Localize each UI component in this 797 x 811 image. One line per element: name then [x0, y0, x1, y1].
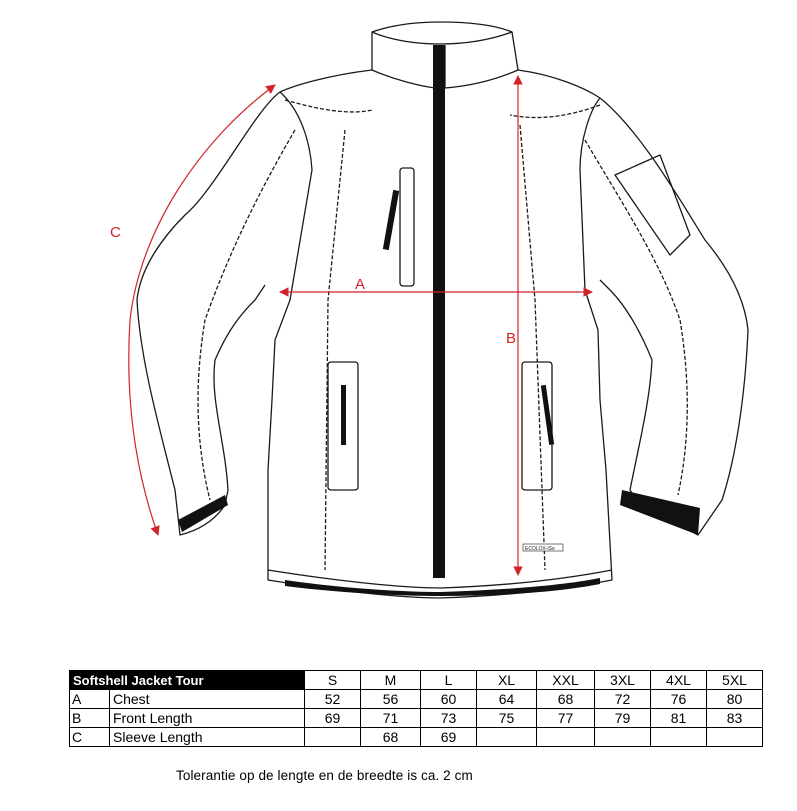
sleeve-length-dimension-arrow: [128, 84, 276, 536]
svg-text:ECOLOX-iSe: ECOLOX-iSe: [525, 546, 555, 552]
size-chart-table: Softshell Jacket Tour S M L XL XXL 3XL 4…: [69, 670, 763, 747]
brand-tag: ECOLOX-iSe: [522, 543, 564, 552]
table-cell: 69: [420, 727, 477, 747]
row-label: Front Length: [109, 708, 305, 728]
table-cell: [536, 727, 595, 747]
size-header-4xl: 4XL: [650, 670, 707, 690]
row-letter: A: [69, 689, 110, 709]
jacket-dark-details: [178, 45, 700, 596]
table-cell: [650, 727, 707, 747]
table-cell: 80: [706, 689, 763, 709]
size-header-3xl: 3XL: [594, 670, 651, 690]
table-cell: 60: [420, 689, 477, 709]
table-cell: 81: [650, 708, 707, 728]
row-label: Sleeve Length: [109, 727, 305, 747]
table-cell: 75: [476, 708, 537, 728]
sleeve-length-dimension-label: C: [110, 224, 121, 241]
table-cell: 71: [360, 708, 421, 728]
size-header-s: S: [304, 670, 361, 690]
table-cell: 64: [476, 689, 537, 709]
table-cell: [594, 727, 651, 747]
table-cell: [304, 727, 361, 747]
front-length-dimension-label: B: [506, 330, 516, 347]
row-letter: C: [69, 727, 110, 747]
size-header-5xl: 5XL: [706, 670, 763, 690]
table-row: B Front Length 69 71 73 75 77 79 81 83: [69, 708, 763, 728]
dimension-arrows: [128, 75, 593, 576]
jacket-illustration: A B C ECOLOX-iSe: [110, 21, 749, 599]
table-row: C Sleeve Length 68 69: [69, 727, 763, 747]
row-letter: B: [69, 708, 110, 728]
size-header-m: M: [360, 670, 421, 690]
table-cell: 69: [304, 708, 361, 728]
table-cell: 76: [650, 689, 707, 709]
tolerance-note: Tolerantie op de lengte en de breedte is…: [176, 768, 473, 783]
size-header-l: L: [420, 670, 477, 690]
table-row: A Chest 52 56 60 64 68 72 76 80: [69, 689, 763, 709]
row-label: Chest: [109, 689, 305, 709]
chest-dimension-label: A: [355, 276, 365, 293]
table-cell: [476, 727, 537, 747]
size-header-row: Softshell Jacket Tour S M L XL XXL 3XL 4…: [69, 670, 763, 690]
table-cell: 52: [304, 689, 361, 709]
table-cell: [706, 727, 763, 747]
size-chart-title: Softshell Jacket Tour: [69, 670, 305, 690]
table-cell: 68: [360, 727, 421, 747]
size-header-xl: XL: [476, 670, 537, 690]
table-cell: 79: [594, 708, 651, 728]
table-cell: 72: [594, 689, 651, 709]
size-header-xxl: XXL: [536, 670, 595, 690]
table-cell: 77: [536, 708, 595, 728]
table-cell: 56: [360, 689, 421, 709]
table-cell: 83: [706, 708, 763, 728]
table-cell: 68: [536, 689, 595, 709]
table-cell: 73: [420, 708, 477, 728]
